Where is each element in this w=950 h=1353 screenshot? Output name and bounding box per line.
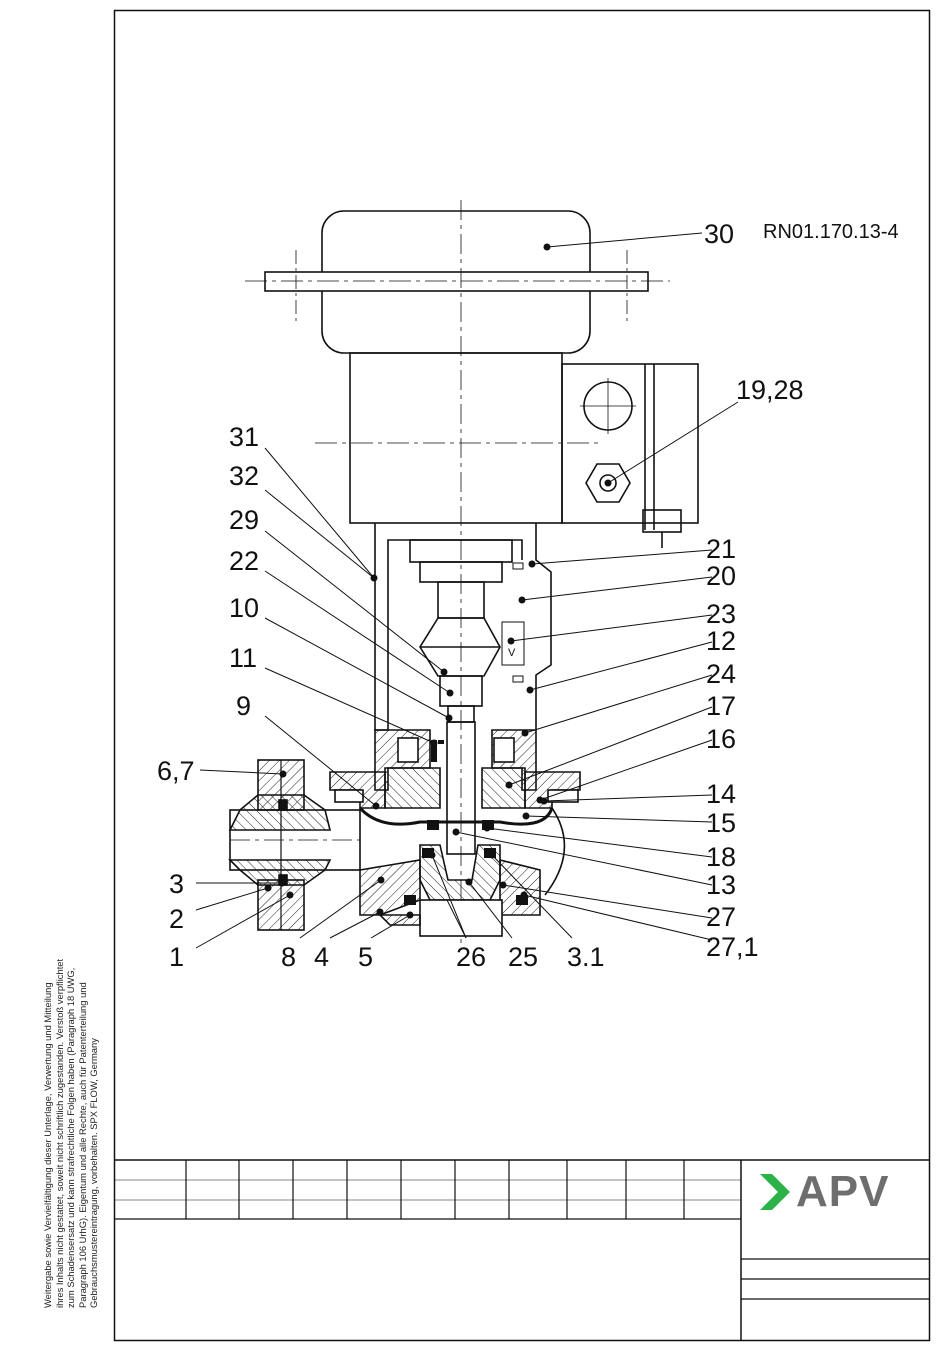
callout-13: 13 bbox=[706, 870, 736, 900]
callout-16: 16 bbox=[706, 724, 736, 754]
legal-notice: Weitergabe sowie Vervielfältigung dieser… bbox=[42, 868, 100, 1308]
callout-20: 20 bbox=[706, 561, 736, 591]
bonnet bbox=[329, 729, 581, 809]
legal-line: Weitergabe sowie Vervielfältigung dieser… bbox=[42, 982, 53, 1308]
document-number: RN01.170.13-4 bbox=[763, 221, 899, 243]
callout-3-1: 3.1 bbox=[567, 942, 605, 972]
legal-line: zum Schadensersatz und kann strafrechtli… bbox=[65, 967, 76, 1308]
drawing-frame bbox=[113, 9, 931, 1342]
callout-23: 23 bbox=[706, 599, 736, 629]
leader-lines bbox=[195, 232, 739, 949]
callout-11: 11 bbox=[229, 643, 257, 673]
title-block bbox=[115, 1159, 929, 1340]
callout-27: 27 bbox=[706, 902, 736, 932]
callout-2: 2 bbox=[169, 904, 184, 934]
callout-21: 21 bbox=[706, 534, 736, 564]
callout-labels: 30 19,28 31 32 29 22 10 11 9 6,7 3 2 1 8… bbox=[157, 219, 804, 972]
callout-30: 30 bbox=[704, 219, 734, 249]
callout-22: 22 bbox=[229, 546, 259, 576]
callout-12: 12 bbox=[706, 626, 736, 656]
apv-logo: APV bbox=[758, 1168, 918, 1216]
callout-1: 1 bbox=[169, 942, 184, 972]
legal-line: Gebrauchsmustereintragung, vorbehalten. … bbox=[88, 1038, 99, 1308]
clamp-fitting bbox=[228, 759, 332, 931]
callout-32: 32 bbox=[229, 461, 259, 491]
callout-14: 14 bbox=[706, 779, 736, 809]
callout-29: 29 bbox=[229, 505, 259, 535]
callout-15: 15 bbox=[706, 808, 736, 838]
logo-text: APV bbox=[796, 1167, 890, 1216]
callout-6-7: 6,7 bbox=[157, 756, 195, 786]
callout-26: 26 bbox=[456, 942, 486, 972]
callout-8: 8 bbox=[281, 942, 296, 972]
legal-line: Paragraph 106 UrhG). Eigentum und alle R… bbox=[76, 982, 88, 1308]
callout-17: 17 bbox=[706, 691, 736, 721]
callout-3: 3 bbox=[169, 869, 184, 899]
marker-v: V bbox=[508, 647, 516, 659]
coupling-and-stem bbox=[409, 200, 513, 950]
chevron-logo-icon bbox=[760, 1174, 790, 1210]
callout-4: 4 bbox=[314, 942, 329, 972]
callout-19-28: 19,28 bbox=[736, 375, 804, 405]
callout-25: 25 bbox=[508, 942, 538, 972]
actuator-housing bbox=[245, 210, 699, 548]
callout-31: 31 bbox=[229, 422, 259, 452]
callout-10: 10 bbox=[229, 593, 259, 623]
callout-24: 24 bbox=[706, 659, 736, 689]
callout-9: 9 bbox=[236, 691, 251, 721]
lantern bbox=[374, 523, 552, 731]
callout-27-1: 27,1 bbox=[706, 932, 759, 962]
legal-line: ihres Inhalts nicht gestattet, soweit ni… bbox=[53, 958, 65, 1308]
callout-18: 18 bbox=[706, 842, 736, 872]
callout-5: 5 bbox=[358, 942, 373, 972]
